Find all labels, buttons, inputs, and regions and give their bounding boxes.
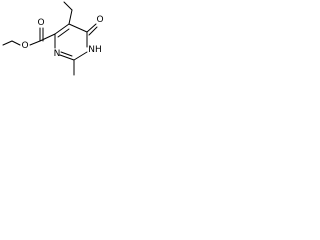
bond-ethyl-ester-ch3 (2, 40, 13, 46)
chemical-structure: N NH O O O (2, 1, 104, 76)
bond-n1-c2 (73, 51, 88, 61)
atom-label-ester-carbonyl-o: O (37, 18, 44, 28)
atom-label-ester-ether-o: O (21, 41, 28, 51)
bond-c6-o (86, 23, 97, 33)
atom-label-carbonyl-o: O (96, 15, 103, 25)
bond-ester-o-ch2 (11, 40, 21, 46)
bond-ester-c-o-single (29, 40, 41, 46)
bond-ethyl-ch3 (63, 1, 73, 11)
bond-c2-n3 (59, 54, 75, 61)
bond-c6-o-double (88, 26, 98, 36)
bond-c2-n3-inner (60, 51, 73, 57)
atom-label-nh: NH (88, 45, 102, 55)
bond-c4-c5-inner (57, 28, 70, 38)
bond-c4-ester-c (39, 33, 56, 42)
bond-c4-c5 (54, 23, 70, 35)
bond-ethyl-ch2 (68, 9, 73, 25)
atom-label-n3: N (54, 49, 61, 59)
bond-c5-c6 (68, 23, 88, 33)
